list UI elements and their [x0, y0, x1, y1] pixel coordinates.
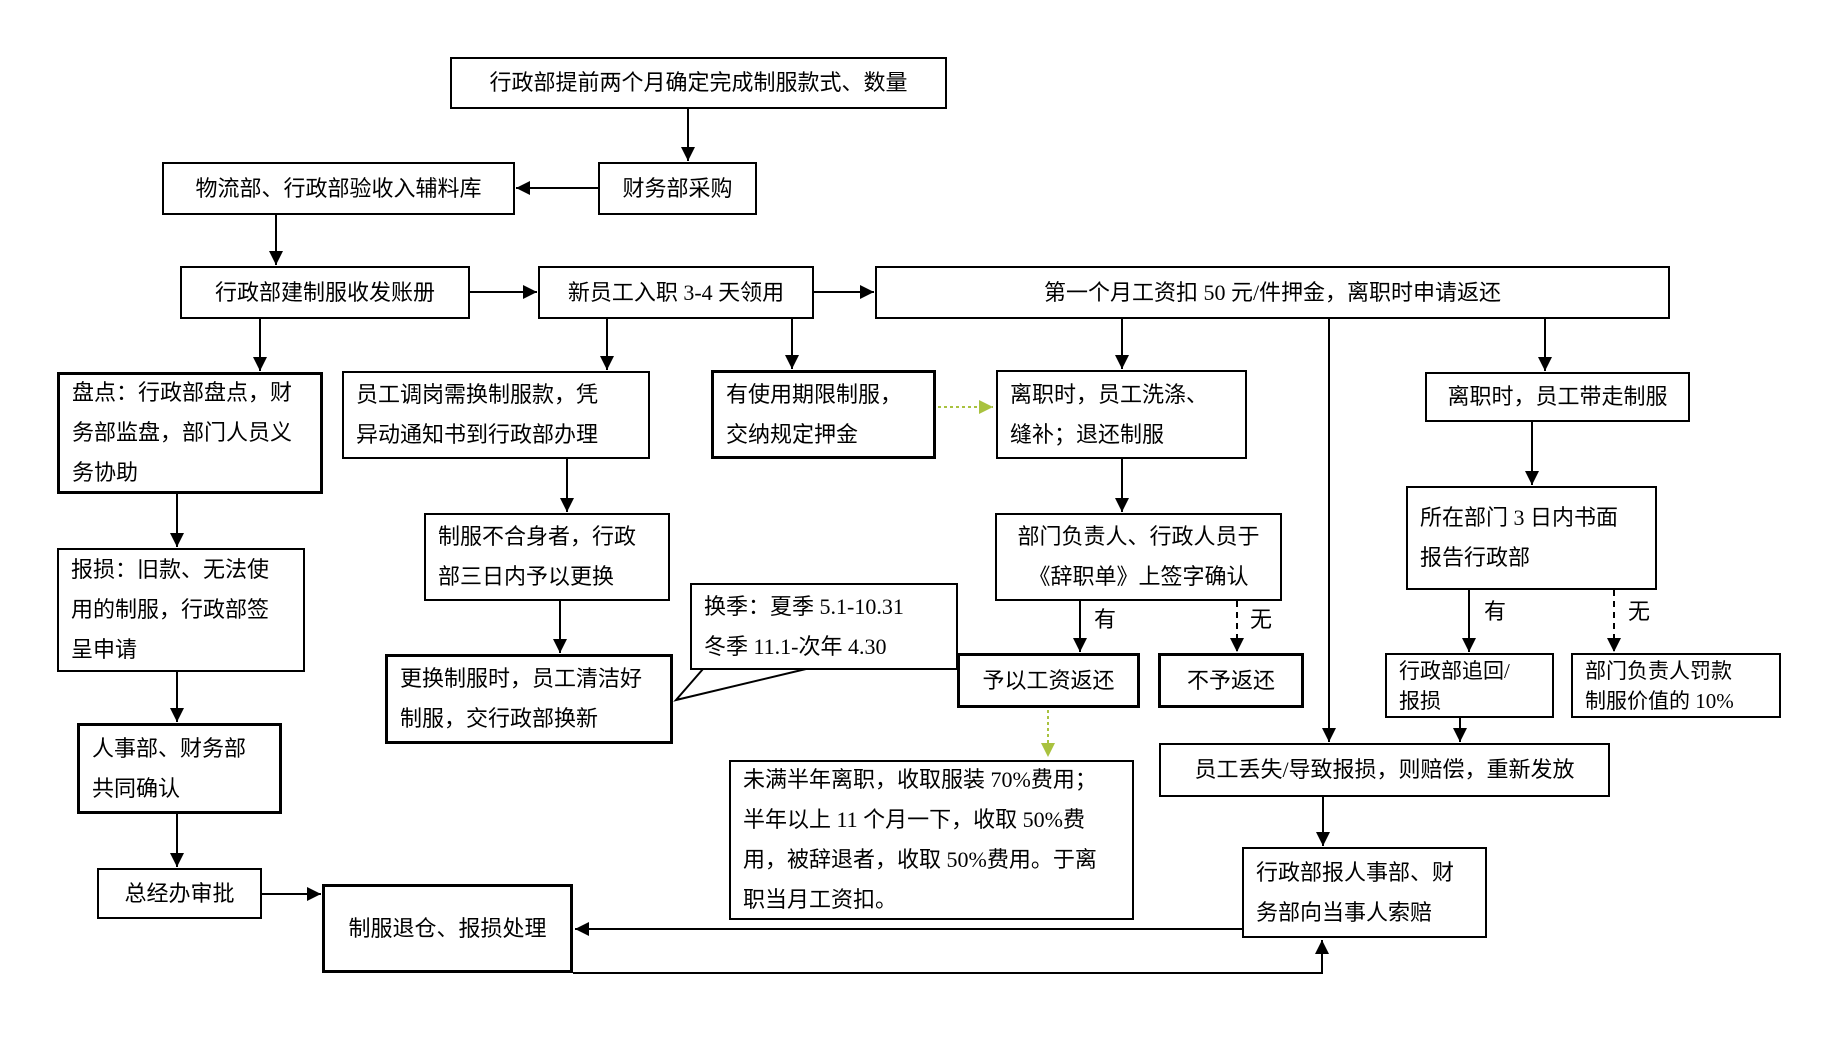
node-gm-approve: 总经办审批 — [97, 868, 262, 919]
node-lost-compensate: 员工丢失/导致报损，则赔偿，重新发放 — [1159, 743, 1610, 797]
callout-tail — [673, 668, 807, 702]
node-refund: 予以工资返还 — [957, 653, 1140, 708]
node-plan: 行政部提前两个月确定完成制服款式、数量 — [450, 57, 947, 109]
label-yes-report: 有 — [1484, 599, 1507, 624]
label-yes-sign: 有 — [1094, 607, 1117, 632]
node-receive-warehouse: 物流部、行政部验收入辅料库 — [162, 162, 515, 215]
node-unfit-replace: 制服不合身者，行政 部三日内予以更换 — [424, 513, 670, 601]
node-salary-deposit: 第一个月工资扣 50 元/件押金，离职时申请返还 — [875, 266, 1670, 319]
node-ledger: 行政部建制服收发账册 — [180, 266, 470, 319]
node-no-refund: 不予返还 — [1158, 653, 1304, 708]
node-manager-fine: 部门负责人罚款 制服价值的 10% — [1571, 653, 1781, 718]
node-admin-recover: 行政部追回/ 报损 — [1385, 653, 1554, 718]
node-wash-return: 离职时，员工洗涤、 缝补；退还制服 — [996, 370, 1247, 459]
label-no-sign: 无 — [1250, 607, 1273, 632]
node-takeaway-uniform: 离职时，员工带走制服 — [1425, 372, 1690, 422]
node-swap-clean: 更换制服时，员工清洁好 制服，交行政部换新 — [385, 654, 673, 744]
node-new-hire: 新员工入职 3-4 天领用 — [538, 266, 814, 319]
node-sign-confirm: 部门负责人、行政人员于 《辞职单》上签字确认 — [995, 513, 1282, 601]
node-return-warehouse: 制服退仓、报损处理 — [322, 884, 573, 973]
node-hr-finance-confirm: 人事部、财务部 共同确认 — [77, 723, 282, 814]
node-fee-rules: 未满半年离职，收取服装 70%费用； 半年以上 11 个月一下，收取 50%费 … — [729, 760, 1134, 920]
node-limited-term-deposit: 有使用期限制服， 交纳规定押金 — [711, 370, 936, 459]
node-report-3days: 所在部门 3 日内书面 报告行政部 — [1406, 486, 1657, 590]
node-claim-compensation: 行政部报人事部、财 务部向当事人索赔 — [1242, 847, 1487, 938]
node-stocktake: 盘点：行政部盘点，财 务部监盘，部门人员义 务协助 — [57, 372, 323, 494]
node-transfer-change: 员工调岗需换制服款，凭 异动通知书到行政部办理 — [342, 371, 650, 459]
callout-season-change: 换季：夏季 5.1-10.31 冬季 11.1-次年 4.30 — [690, 583, 958, 670]
label-no-report: 无 — [1628, 599, 1651, 624]
node-damage-report: 报损：旧款、无法使 用的制服，行政部签 呈申请 — [57, 548, 305, 672]
node-finance-purchase: 财务部采购 — [598, 162, 757, 215]
